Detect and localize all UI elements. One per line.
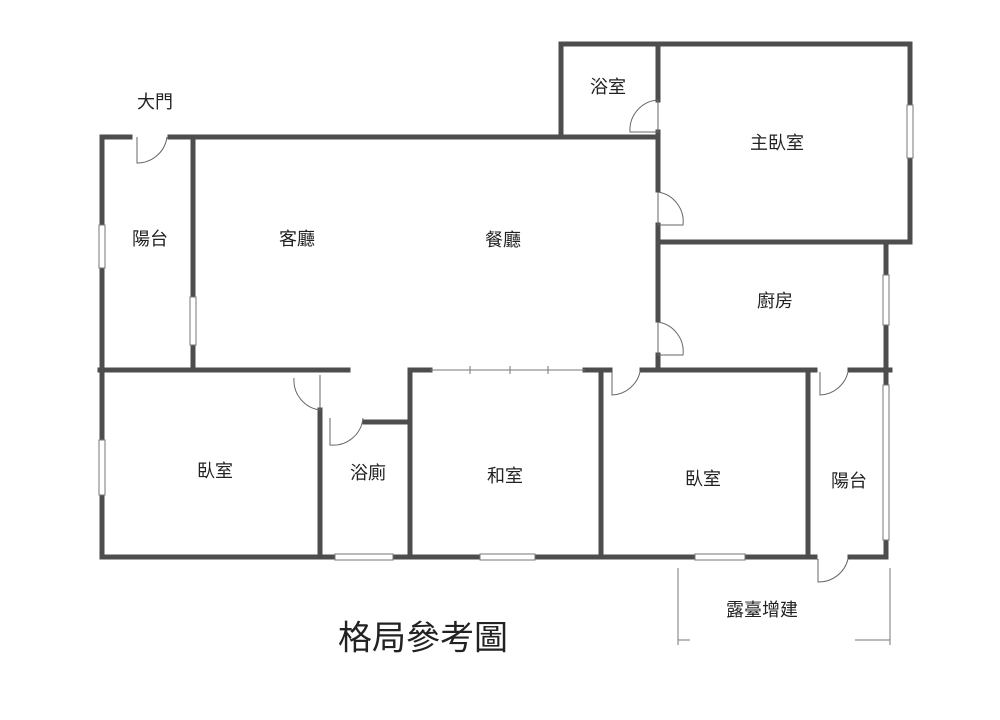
label-terrace: 露臺增建 bbox=[726, 600, 798, 621]
terrace-door-icon[interactable] bbox=[817, 558, 849, 583]
terrace-outline bbox=[677, 568, 891, 645]
windows bbox=[98, 104, 914, 561]
label-japanese-room: 和室 bbox=[487, 466, 523, 487]
bedroom-door-icon[interactable] bbox=[293, 375, 321, 411]
entrance-door-icon[interactable] bbox=[136, 136, 168, 164]
kitchen-door-icon[interactable] bbox=[657, 321, 684, 356]
bedroom-east-door-icon[interactable] bbox=[611, 371, 641, 396]
doors bbox=[136, 99, 849, 583]
bathroom-door-icon[interactable] bbox=[629, 99, 659, 133]
label-balcony-east: 陽台 bbox=[831, 471, 867, 492]
label-main-door: 大門 bbox=[137, 92, 173, 113]
balcony-door-icon[interactable] bbox=[819, 371, 849, 396]
label-master-bedroom: 主臥室 bbox=[750, 133, 804, 154]
walls bbox=[97, 41, 913, 560]
label-balcony-west: 陽台 bbox=[132, 229, 168, 250]
plan-title: 格局參考圖 bbox=[338, 619, 508, 659]
label-kitchen: 廚房 bbox=[757, 290, 793, 312]
toilet-door-icon[interactable] bbox=[329, 417, 364, 446]
label-bathroom: 浴室 bbox=[590, 77, 626, 98]
label-living-room: 客廳 bbox=[279, 229, 315, 250]
master-bedroom-door-icon[interactable] bbox=[657, 191, 684, 226]
label-dining-room: 餐廳 bbox=[485, 230, 521, 251]
label-bedroom-west: 臥室 bbox=[197, 461, 233, 482]
label-bedroom-east: 臥室 bbox=[685, 469, 721, 490]
label-bath-toilet: 浴廁 bbox=[350, 462, 386, 484]
